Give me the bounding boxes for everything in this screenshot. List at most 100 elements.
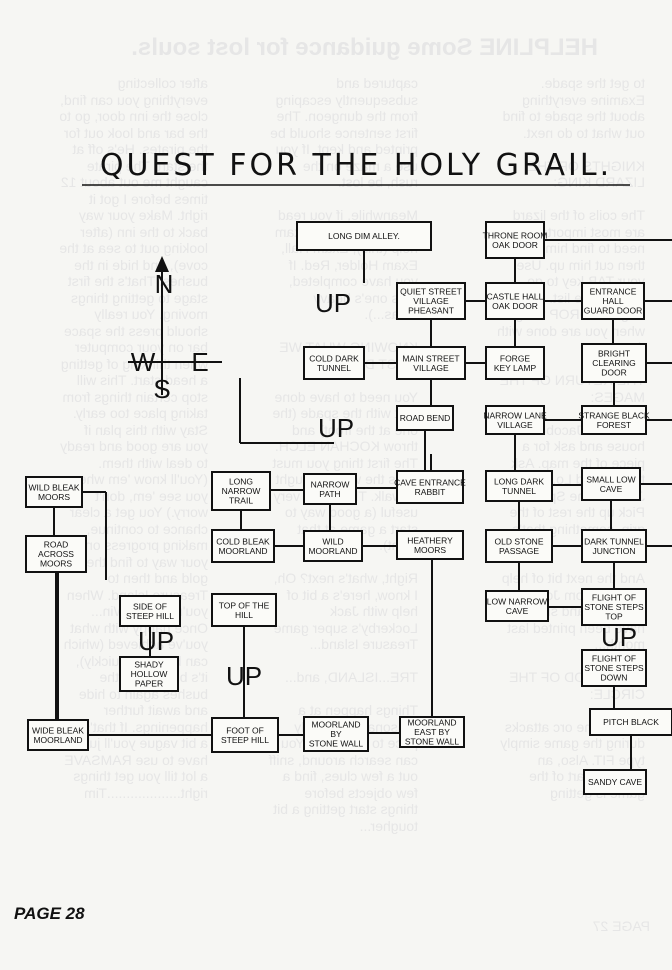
room-label: MOORS bbox=[40, 559, 72, 569]
room-label: LONG bbox=[229, 477, 253, 487]
room-label: PHEASANT bbox=[408, 306, 454, 316]
room-label: LONG DARK bbox=[494, 476, 544, 486]
room-box bbox=[485, 282, 545, 320]
room-box bbox=[485, 405, 545, 435]
room-sandy-cave: SANDY CAVE bbox=[583, 769, 647, 795]
room-label: MOORLAND bbox=[308, 546, 357, 556]
room-box bbox=[211, 593, 277, 627]
room-label: STONE STEPS bbox=[584, 663, 644, 673]
room-label: HOLLOW bbox=[131, 669, 168, 679]
up-marker: UP bbox=[138, 626, 174, 656]
room-box bbox=[581, 282, 645, 320]
room-label: OAK DOOR bbox=[492, 301, 538, 311]
room-box bbox=[211, 529, 275, 563]
room-box bbox=[396, 530, 464, 560]
room-label: BY bbox=[330, 729, 342, 739]
room-label: PITCH BLACK bbox=[603, 717, 659, 727]
room-label: OLD STONE bbox=[495, 536, 544, 546]
room-label: ROAD BEND bbox=[400, 413, 451, 423]
room-label: COLD BLEAK bbox=[216, 536, 270, 546]
room-label: TUNNEL bbox=[502, 486, 536, 496]
room-box bbox=[485, 470, 553, 502]
room-long-dim-alley: LONG DIM ALLEY. bbox=[296, 221, 432, 251]
room-label: QUIET STREET bbox=[400, 287, 462, 297]
room-label: NARROW LANE bbox=[483, 410, 547, 420]
room-label: CAVE bbox=[600, 484, 623, 494]
room-label: JUNCTION bbox=[593, 546, 636, 556]
room-label: FORGE bbox=[500, 353, 531, 363]
room-label: OAK DOOR bbox=[492, 240, 538, 250]
room-label: LONG DIM ALLEY. bbox=[328, 231, 400, 241]
room-box bbox=[581, 588, 647, 626]
room-label: HALL bbox=[602, 296, 624, 306]
room-label: MAIN STREET bbox=[402, 353, 459, 363]
room-label: CAVE ENTRANCE bbox=[394, 477, 466, 487]
room-box bbox=[581, 343, 647, 383]
room-label: SHADY bbox=[134, 660, 164, 670]
room-label: ACROSS bbox=[38, 549, 74, 559]
room-label: DOWN bbox=[601, 673, 628, 683]
room-label: NARROW bbox=[311, 479, 350, 489]
compass-e: E bbox=[191, 347, 208, 377]
room-label: STEEP HILL bbox=[126, 611, 174, 621]
room-box bbox=[211, 717, 279, 753]
room-label: MOORLAND bbox=[311, 720, 360, 730]
room-label: PAPER bbox=[135, 679, 163, 689]
room-label: TOP OF THE bbox=[219, 600, 270, 610]
room-label: NARROW bbox=[222, 486, 261, 496]
room-label: MOORLAND bbox=[218, 546, 267, 556]
room-box bbox=[396, 282, 466, 320]
room-label: TRAIL bbox=[229, 496, 253, 506]
room-label: FOOT OF bbox=[226, 725, 264, 735]
room-label: ENTRANCE bbox=[590, 287, 637, 297]
room-label: HILL bbox=[235, 610, 253, 620]
room-label: SIDE OF bbox=[133, 601, 167, 611]
room-label: WIDE BLEAK bbox=[32, 725, 84, 735]
room-box bbox=[25, 535, 87, 573]
room-label: PATH bbox=[319, 489, 340, 499]
room-box bbox=[583, 769, 647, 795]
room-label: EAST BY bbox=[414, 727, 450, 737]
room-label: VILLAGE bbox=[413, 363, 449, 373]
room-label: THRONE ROOM bbox=[483, 230, 548, 240]
room-pitch-black: PITCH BLACK bbox=[589, 708, 672, 736]
compass-n: N bbox=[155, 269, 174, 299]
room-label: HEATHERY bbox=[407, 535, 453, 545]
room-box bbox=[303, 716, 369, 752]
room-label: FLIGHT OF bbox=[592, 593, 636, 603]
room-box bbox=[25, 476, 83, 508]
room-label: DOOR bbox=[601, 368, 627, 378]
room-label: COLD DARK bbox=[309, 353, 359, 363]
room-label: MOORLAND bbox=[407, 718, 456, 728]
room-box bbox=[581, 405, 647, 435]
room-label: FOREST bbox=[597, 420, 631, 430]
room-box bbox=[396, 470, 464, 504]
room-box bbox=[485, 529, 553, 563]
room-label: FLIGHT OF bbox=[592, 654, 636, 664]
room-label: STEEP HILL bbox=[221, 735, 269, 745]
room-box bbox=[589, 708, 672, 736]
room-label: STONE STEPS bbox=[584, 602, 644, 612]
